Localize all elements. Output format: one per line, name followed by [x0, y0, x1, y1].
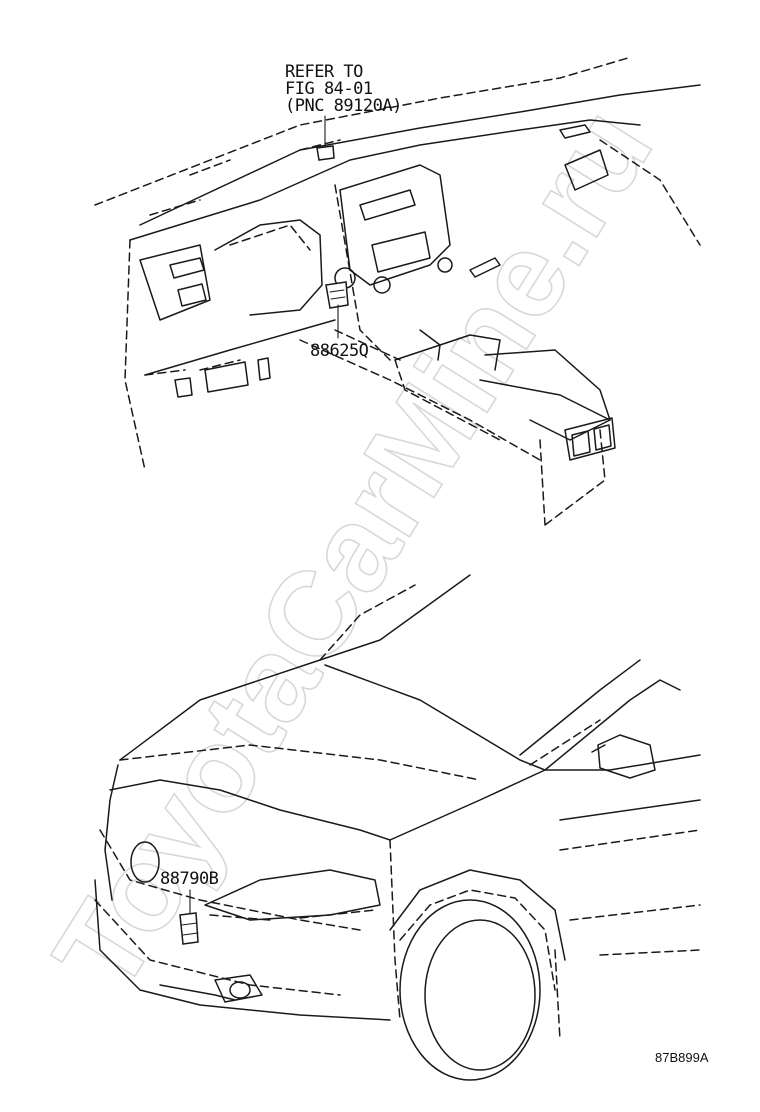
refer-callout: REFER TO FIG 84-01 (PNC 89120A) — [285, 62, 402, 161]
refer-line-1: REFER TO — [285, 62, 363, 82]
part-number-label: 88625Q — [310, 341, 369, 361]
part-88790b: 88790B — [160, 869, 219, 945]
dashboard-drawing — [94, 57, 701, 526]
sensor-part-icon — [325, 281, 349, 309]
refer-line-3: (PNC 89120A) — [285, 96, 402, 116]
part-number-label: 88790B — [160, 869, 219, 889]
sensor-part-icon — [179, 912, 199, 945]
sensor-part-icon — [316, 145, 335, 161]
drawing-code: 87B899A — [655, 1050, 709, 1065]
part-88625q: 88625Q — [310, 281, 369, 361]
car-front-drawing — [94, 574, 701, 1081]
refer-line-2: FIG 84-01 — [285, 79, 373, 99]
